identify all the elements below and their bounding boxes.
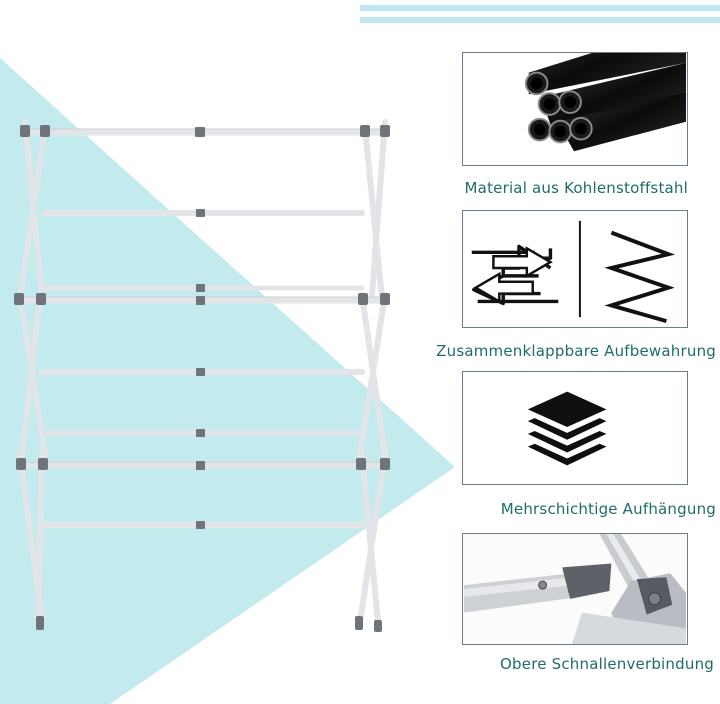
layers-icon: [527, 391, 607, 466]
feature-panel-layers: [462, 371, 688, 485]
feature-panel-fold: [462, 210, 688, 328]
fold-arrows-icon: [471, 220, 676, 323]
feature-caption-layers: Mehrschichtige Aufhängung: [500, 500, 716, 518]
feature-panel-buckle: [462, 533, 688, 645]
feature-caption-buckle: Obere Schnallenverbindung: [500, 655, 714, 673]
feature-panel-material: [462, 52, 688, 166]
feature-caption-material: Material aus Kohlenstoffstahl: [464, 179, 688, 197]
steel-tubes-icon: [524, 53, 687, 152]
top-stripe: [360, 5, 720, 11]
buckle-joint-photo: [464, 534, 686, 644]
drying-rack-image: [14, 119, 390, 632]
feature-caption-fold: Zusammenklappbare Aufbewahrung: [436, 342, 716, 360]
top-stripe: [360, 17, 720, 23]
